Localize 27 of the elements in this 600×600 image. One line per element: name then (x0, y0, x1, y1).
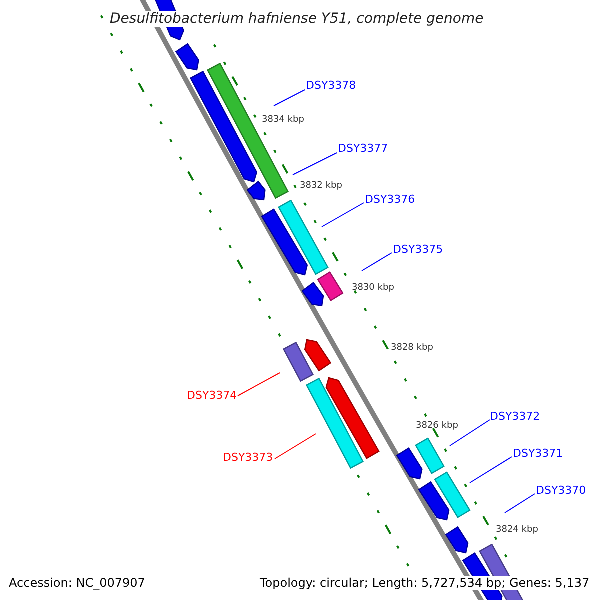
scale-label: 3830 kbp (352, 284, 394, 293)
gene-label: DSY3377 (338, 143, 388, 154)
scale-label: 3832 kbp (300, 182, 342, 191)
gene-label: DSY3371 (513, 448, 564, 459)
gene-label: DSY3374 (187, 390, 238, 401)
leader-line (274, 434, 316, 460)
scale-label: 3828 kbp (391, 344, 434, 353)
scale-label: 3826 kbp (416, 422, 458, 431)
leader-line (504, 494, 536, 514)
leader-line (450, 420, 490, 446)
leader-line (470, 456, 512, 484)
leader-line (362, 252, 392, 272)
gene-label: DSY3375 (393, 244, 444, 255)
leader-line (322, 202, 364, 228)
diagram-title: Desulfitobacterium hafniense Y51, complete genome (108, 11, 486, 27)
leader-line (274, 90, 306, 106)
gene-label: DSY3370 (536, 485, 586, 496)
gene-label: DSY3378 (306, 80, 356, 91)
gene-label: DSY3373 (223, 452, 274, 463)
info-text: Topology: circular; Length: 5,727,534 bp; Genes: 5,137 (260, 576, 590, 590)
leader-line (238, 372, 280, 396)
leader-line (292, 152, 338, 176)
scale-label: 3824 kbp (496, 526, 538, 535)
gene-label: DSY3372 (490, 411, 540, 422)
gene-label: DSY3376 (365, 194, 416, 205)
info-text: Accession: NC_007907 (9, 576, 146, 590)
scale-label: 3834 kbp (262, 116, 304, 125)
